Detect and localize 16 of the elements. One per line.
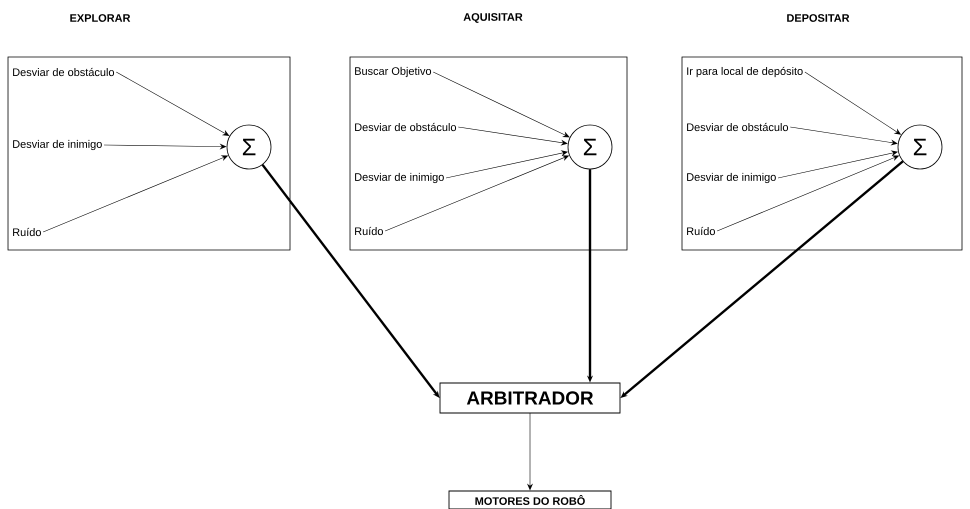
motors-box: MOTORES DO ROBÔ xyxy=(448,490,612,509)
arbiter-box: ARBITRADOR xyxy=(440,382,620,414)
panel-heading: DEPOSITAR xyxy=(787,14,850,22)
input-label: Desviar de inimigo xyxy=(13,140,102,150)
input-label: Desviar de obstáculo xyxy=(355,122,456,132)
input-label: Desviar de inimigo xyxy=(687,172,776,184)
input-label: Ruído xyxy=(355,226,383,236)
panel-heading: AQUISITAR xyxy=(464,13,523,23)
input-label: Ruído xyxy=(13,228,41,236)
input-label: Desviar de inimigo xyxy=(355,172,444,184)
panel-heading: EXPLORAR xyxy=(70,14,130,22)
input-label: Ruído xyxy=(687,226,715,236)
input-label: Desviar de obstáculo xyxy=(13,68,114,76)
input-label: Desviar de obstáculo xyxy=(687,122,788,132)
input-label: Ir para local de depósito xyxy=(687,66,803,78)
input-label: Buscar Objetivo xyxy=(355,66,432,78)
